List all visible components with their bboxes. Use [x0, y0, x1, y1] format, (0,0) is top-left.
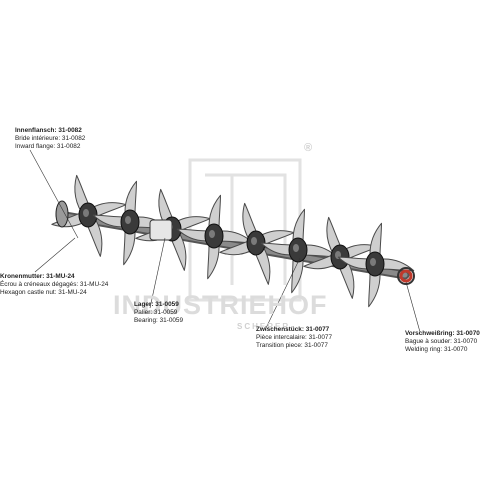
- callout-innenflansch: Innenflansch: 31-0082 Bride intérieure: …: [15, 127, 85, 152]
- callout-kronenmutter-en: Hexagon castle nut: 31-MU-24: [0, 289, 87, 297]
- leader-kronenmutter: [34, 237, 76, 273]
- watermark-registered-mark: ®: [304, 142, 314, 154]
- callout-vorschweissring: Vorschweißring: 31-0070 Bague à souder: …: [405, 330, 480, 355]
- watermark-sub: SCHERER: [237, 322, 291, 331]
- callout-kronenmutter-fr: Écrou à créneaux dégagés: 31-MU-24: [0, 281, 109, 289]
- callout-zwischenstueck: Zwischenstück: 31-0077 Pièce intercalair…: [256, 326, 332, 351]
- callout-vorschweissring-en: Welding ring: 31-0070: [405, 346, 468, 354]
- callout-lager-fr: Palier: 31-0059: [134, 309, 178, 317]
- hub-bolt: [293, 244, 299, 252]
- welding-ring: [399, 269, 413, 283]
- hub-bolt: [125, 216, 131, 224]
- leader-innenflansch: [29, 149, 79, 239]
- bearing-housing: [149, 219, 173, 241]
- callout-lager-en: Bearing: 31-0059: [134, 317, 184, 325]
- welding-ring-outer: [397, 267, 415, 285]
- callout-vorschweissring-fr: Bague à souder: 31-0070: [405, 338, 478, 346]
- leader-lager: [149, 237, 166, 309]
- hub-bolt: [83, 209, 89, 217]
- watermark-brand: INDUSTRIEHOF: [113, 290, 328, 320]
- callout-innenflansch-en: Inward flange: 31-0082: [15, 143, 81, 151]
- hub-bolt: [209, 230, 215, 238]
- leader-zwischenstueck: [264, 257, 301, 331]
- leader-vorschweissring: [405, 281, 421, 333]
- callout-innenflansch-fr: Bride intérieure: 31-0082: [15, 135, 86, 143]
- callout-lager: Lager: 31-0059 Palier: 31-0059 Bearing: …: [134, 301, 183, 326]
- callout-lager-title: Lager: 31-0059: [134, 301, 179, 308]
- callout-zwischenstueck-title: Zwischenstück: 31-0077: [256, 326, 330, 333]
- callout-kronenmutter: Kronenmutter: 31-MU-24 Écrou à créneaux …: [0, 273, 108, 298]
- callout-zwischenstueck-en: Transition piece: 31-0077: [256, 342, 328, 350]
- callout-vorschweissring-title: Vorschweißring: 31-0070: [405, 330, 480, 337]
- hub-bolt: [251, 237, 257, 245]
- inward-flange: [55, 200, 69, 228]
- hub-bolt: [370, 258, 376, 266]
- callout-kronenmutter-title: Kronenmutter: 31-MU-24: [0, 273, 75, 280]
- callout-zwischenstueck-fr: Pièce intercalaire: 31-0077: [256, 334, 333, 342]
- callout-innenflansch-title: Innenflansch: 31-0082: [15, 127, 82, 134]
